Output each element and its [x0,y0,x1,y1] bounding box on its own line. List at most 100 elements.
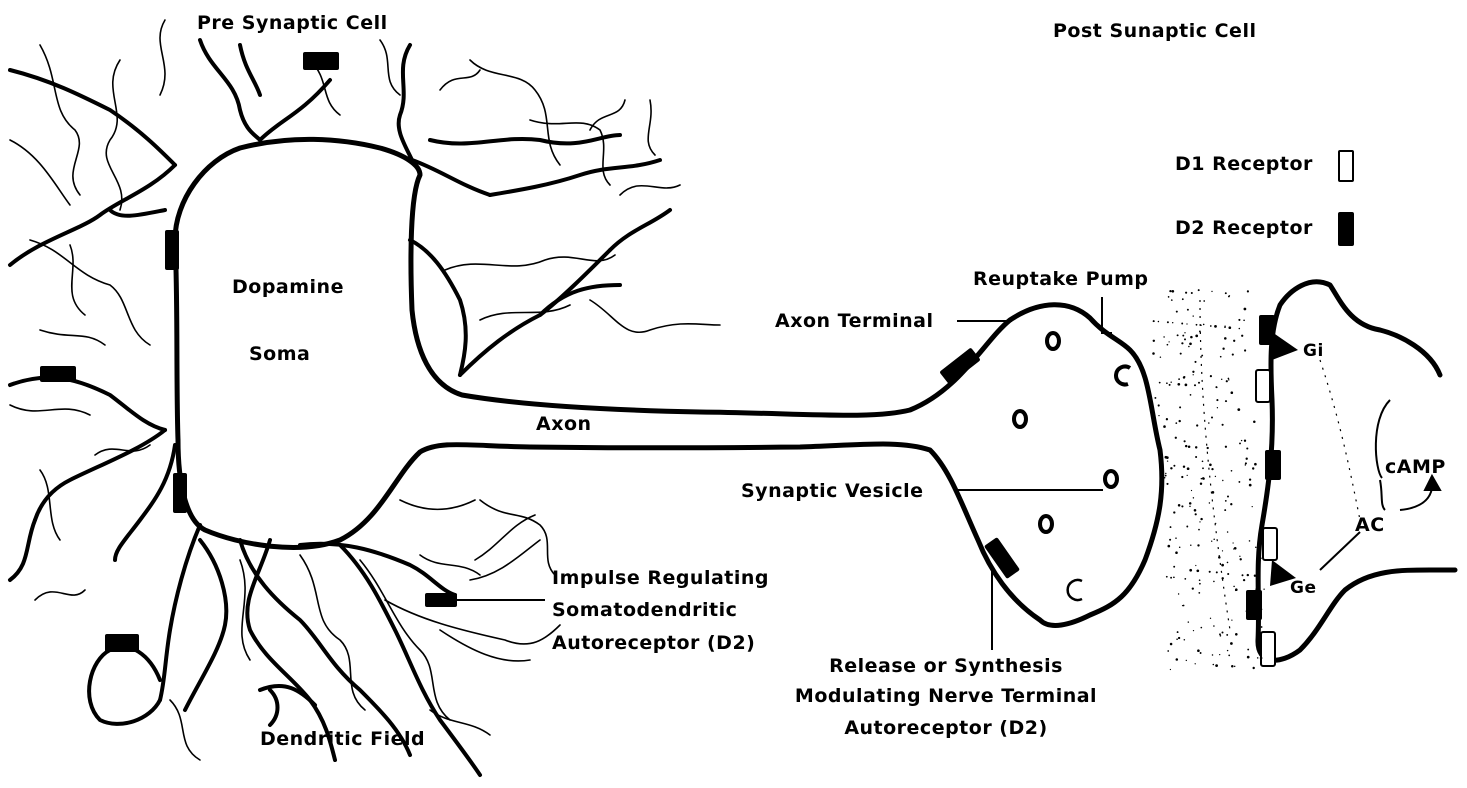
cleft-dot [1231,665,1234,668]
cleft-dot [1189,506,1190,507]
cleft-dot [1152,352,1155,355]
pre-synaptic-title: Pre Synaptic Cell [197,14,388,33]
cleft-dot [1163,425,1166,428]
cleft-dot [1195,663,1196,664]
cleft-dot [1199,521,1200,522]
cleft-dot [1235,633,1238,636]
impulse-label-line2: Somatodendritic [552,601,737,620]
d1-receptor [1263,528,1277,560]
cleft-dot [1184,332,1185,333]
cleft-dot [1211,416,1213,418]
reuptake-pump-label: Reuptake Pump [973,270,1149,289]
cleft-dot [1254,463,1257,466]
cleft-dot [1246,447,1248,449]
cleft-dot [1232,542,1233,543]
cleft-dot [1203,324,1205,326]
cleft-dot [1225,500,1227,502]
camp-label: cAMP [1385,458,1446,477]
cleft-dot [1189,502,1192,505]
cleft-dot [1255,546,1257,548]
cleft-dot [1198,289,1200,291]
cleft-dot [1183,465,1185,467]
cleft-dot [1198,592,1200,594]
cleft-dot [1154,397,1156,399]
cleft-dot [1249,605,1250,606]
cleft-dot [1165,473,1166,474]
cleft-dot [1165,475,1167,477]
d2-legend-label: D2 Receptor [1175,219,1313,238]
cleft-dot [1178,593,1179,594]
cleft-dot [1191,490,1192,491]
cleft-dot [1188,446,1191,449]
cleft-dot [1165,456,1168,459]
cleft-dot [1207,447,1209,449]
cleft-dot [1173,511,1175,513]
cleft-dot [1222,550,1223,551]
dopamine-label: Dopamine [232,278,344,297]
synaptic-vesicle [1040,516,1052,532]
cleft-dot [1224,509,1226,511]
d2-receptor [303,52,339,70]
cleft-dot [1193,315,1194,316]
cleft-dot [1209,502,1210,503]
cleft-dot [1186,660,1187,661]
cleft-dot [1184,338,1186,340]
cleft-dot [1220,635,1222,637]
release-label-line3: Autoreceptor (D2) [786,719,1106,738]
cleft-dot [1178,378,1180,380]
cleft-dot [1199,583,1201,585]
synaptic-vesicle [1014,411,1026,427]
impulse-label-line3: Autoreceptor (D2) [552,634,755,653]
synaptic-vesicle-label: Synaptic Vesicle [741,482,924,501]
cleft-dot [1246,458,1248,460]
cleft-dot [1193,497,1194,498]
cleft-dot [1221,379,1222,380]
cleft-dot [1185,292,1187,294]
cleft-dot [1261,558,1262,559]
cleft-dot [1201,478,1203,480]
cleft-dot [1239,556,1240,557]
d1-receptor [1256,370,1270,402]
cleft-dot [1187,475,1188,476]
cleft-dot [1177,383,1180,386]
cleft-dot [1231,391,1234,394]
cleft-dot [1166,576,1168,578]
cleft-dot [1169,341,1170,342]
cleft-dot [1180,353,1182,355]
cleft-dot [1208,422,1210,424]
dendritic-field-label: Dendritic Field [260,730,425,749]
cleft-dot [1238,481,1240,483]
axon-label: Axon [536,415,592,434]
cleft-dot [1171,290,1174,293]
cleft-dot [1193,374,1194,375]
cleft-dot [1260,657,1263,660]
cleft-dot [1166,483,1168,485]
cleft-dot [1178,504,1181,507]
cleft-dot [1226,634,1228,636]
cleft-dot [1244,349,1246,351]
cleft-dot [1197,544,1199,546]
cleft-dot [1189,342,1192,345]
cleft-dot [1203,478,1205,480]
cleft-dot [1227,531,1229,533]
cleft-dot [1175,422,1177,424]
cleft-dot [1175,537,1177,539]
cleft-dot [1242,574,1244,576]
cleft-dot [1185,445,1187,447]
d2-receptor [105,634,139,652]
cleft-dot [1257,657,1259,659]
cleft-dot [1260,608,1262,610]
cleft-dot [1210,325,1212,327]
synaptic-vesicle [1047,333,1059,349]
release-label-line1: Release or Synthesis [786,657,1106,676]
cleft-dot [1249,484,1252,487]
cleft-dot [1247,656,1250,659]
cleft-dot [1238,319,1240,321]
cleft-dot [1170,526,1172,528]
cleft-dot [1192,371,1194,373]
cleft-dot [1261,626,1263,628]
cleft-dot [1252,467,1254,469]
cleft-dot [1196,324,1198,326]
cleft-dot [1158,404,1160,406]
